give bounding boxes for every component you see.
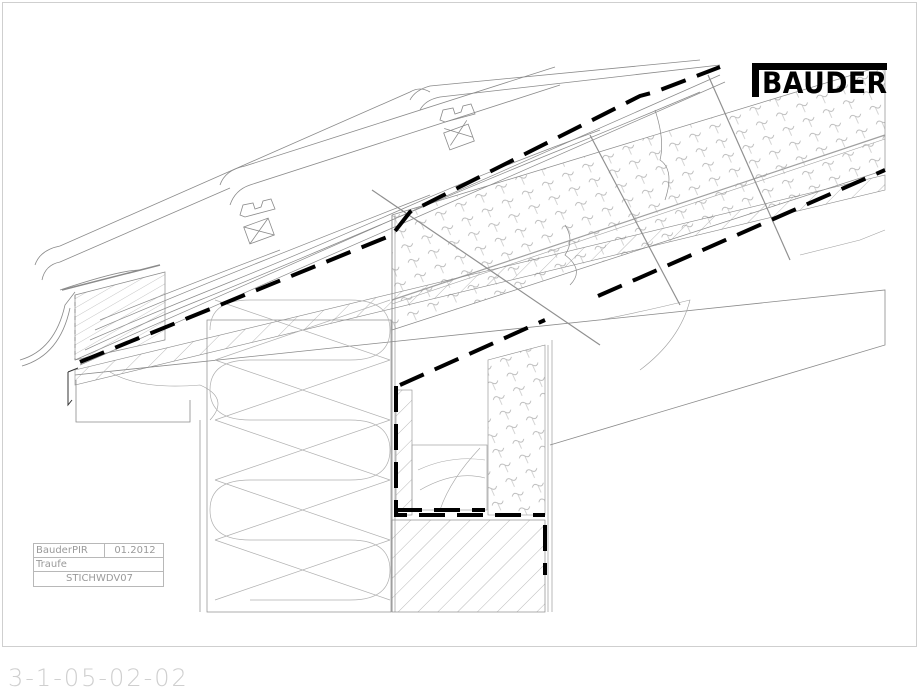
logo-stem bbox=[752, 63, 759, 97]
detail-code: STICHWDV07 bbox=[66, 573, 133, 584]
detail-description: Traufe bbox=[36, 559, 67, 570]
roof-tiles bbox=[19, 59, 721, 367]
logo-bar bbox=[752, 63, 887, 70]
logo-text: BAUDER bbox=[762, 66, 888, 100]
rafter bbox=[74, 229, 886, 446]
product-name: BauderPIR bbox=[34, 544, 105, 557]
drawing-number: 3-1-05-02-02 bbox=[8, 664, 189, 692]
eaves-timber bbox=[61, 264, 166, 407]
drawing-date: 01.2012 bbox=[114, 545, 156, 556]
drawing-frame bbox=[2, 2, 917, 647]
bauder-logo: BAUDER bbox=[752, 63, 888, 100]
under-rafter-layer bbox=[74, 174, 886, 386]
screw-fixings bbox=[371, 74, 791, 346]
title-block-row-2: Traufe bbox=[34, 558, 163, 572]
title-block: BauderPIR 01.2012 Traufe STICHWDV07 bbox=[33, 543, 164, 587]
bitumen-membrane bbox=[79, 65, 886, 575]
title-block-row-3: STICHWDV07 bbox=[34, 572, 163, 586]
wall-plate bbox=[391, 215, 553, 613]
wall-insulation bbox=[199, 299, 392, 613]
title-block-row-1: BauderPIR 01.2012 bbox=[34, 544, 163, 558]
